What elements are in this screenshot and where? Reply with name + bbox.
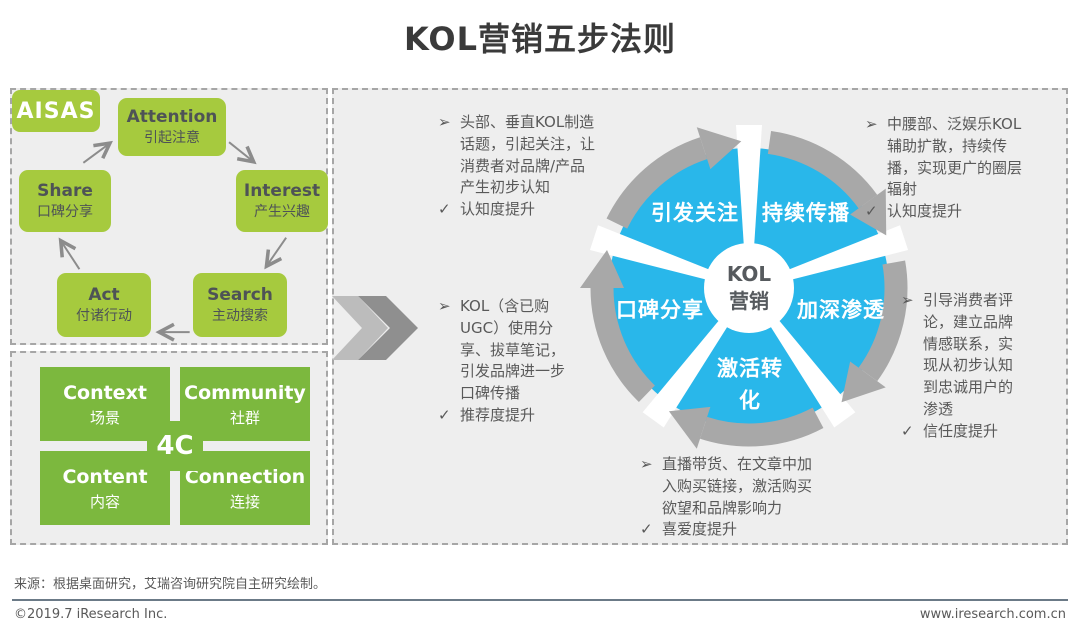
note-mid-right: ➢ 引导消费者评论，建立品牌情感联系，实现从初步认知到忠诚用户的渗透 ✓ 信任度提升 — [901, 290, 1019, 442]
aisas-node-label-en: Interest — [243, 181, 321, 202]
check-icon: ✓ — [438, 200, 451, 218]
source-note: 来源：根据桌面研究，艾瑞咨询研究院自主研究绘制。 — [14, 577, 327, 592]
aisas-node-share: Share 口碑分享 — [19, 170, 111, 232]
aisas-node-act: Act 付诸行动 — [57, 273, 151, 337]
check-icon: ✓ — [901, 421, 914, 440]
wheel-segment-label: 持续传播 — [762, 201, 850, 225]
note-benefit: 认知度提升 — [887, 202, 963, 220]
note-top-right: ➢ 中腰部、泛娱乐KOL辅助扩散，持续传播，实现更广的圈层辐射 ✓ 认知度提升 — [865, 114, 1031, 223]
aisas-node-label-zh: 引起注意 — [144, 130, 200, 147]
note-text: 引导消费者评论，建立品牌情感联系，实现从初步认知到忠诚用户的渗透 — [923, 291, 1014, 418]
note-benefit: 推荐度提升 — [460, 405, 536, 424]
arrow-share-to-attention — [82, 140, 113, 164]
four-c-panel: Context 场景 Community 社群 Content 内容 Conne… — [10, 351, 328, 545]
arrow-attention-to-interest — [228, 141, 257, 165]
aisas-node-interest: Interest 产生兴趣 — [236, 170, 328, 232]
wheel-center-line2: 营销 — [728, 289, 769, 313]
four-c-label-zh: 连接 — [229, 493, 260, 511]
note-text: KOL（含已购UGC）使用分享、拔草笔记，引发品牌进一步口碑传播 — [460, 297, 566, 402]
arrow-bullet-icon: ➢ — [901, 291, 914, 309]
footer-divider — [12, 599, 1068, 601]
arrow-act-to-share — [58, 237, 81, 270]
note-benefit: 认知度提升 — [460, 200, 536, 218]
wheel-segment-label: 加深渗透 — [797, 298, 885, 322]
aisas-node-label-zh: 付诸行动 — [76, 308, 132, 325]
kol-wheel-graphic — [580, 125, 909, 449]
wheel-center-label: KOL 营销 — [727, 261, 771, 315]
aisas-panel: Attention 引起注意 Interest 产生兴趣 Search 主动搜索… — [10, 88, 328, 345]
four-c-label-zh: 场景 — [89, 409, 120, 427]
aisas-node-attention: Attention 引起注意 — [118, 98, 226, 156]
four-c-label-zh: 内容 — [89, 493, 120, 511]
note-text: 中腰部、泛娱乐KOL辅助扩散，持续传播，实现更广的圈层辐射 — [887, 115, 1023, 199]
check-icon: ✓ — [438, 405, 451, 424]
flow-arrow-icon — [332, 296, 418, 360]
arrow-bullet-icon: ➢ — [438, 113, 451, 131]
wheel-segment-label: 激活转化 — [717, 356, 783, 413]
four-c-label-en: Content — [62, 465, 148, 488]
arrow-bullet-icon: ➢ — [438, 297, 451, 315]
copyright-text: ©2019.7 iResearch Inc. — [14, 607, 168, 622]
four-c-label-en: Community — [184, 381, 306, 404]
note-benefit: 喜爱度提升 — [662, 520, 738, 539]
arrow-bullet-icon: ➢ — [865, 115, 878, 133]
four-c-label-en: Connection — [184, 465, 306, 488]
website-text: www.iresearch.com.cn — [919, 607, 1066, 622]
kol-wheel-panel: 引发关注 持续传播 加深渗透 激活转化 口碑分享 KOL 营销 ➢ 头部、垂直KO… — [332, 88, 1068, 545]
note-bottom: ➢ 直播带货、在文章中加入购买链接，激活购买欲望和品牌影响力 ✓ 喜爱度提升 — [640, 454, 818, 541]
aisas-node-label-en: Attention — [126, 107, 218, 128]
four-c-label-en: Context — [63, 381, 147, 404]
wheel-segment-label: 口碑分享 — [616, 298, 704, 322]
arrow-bullet-icon: ➢ — [640, 455, 653, 473]
page-title: KOL营销五步法则 — [404, 20, 676, 58]
aisas-node-label-zh: 产生兴趣 — [254, 204, 310, 221]
note-mid-left: ➢ KOL（含已购UGC）使用分享、拔草笔记，引发品牌进一步口碑传播 ✓ 推荐度提升 — [438, 296, 570, 427]
note-text: 头部、垂直KOL制造话题，引起关注，让消费者对品牌/产品产生初步认知 — [460, 113, 596, 197]
four-c-label-zh: 社群 — [229, 409, 260, 427]
aisas-node-label-en: Act — [88, 285, 120, 306]
four-c-center-badge: 4C — [147, 421, 203, 471]
aisas-node-label-zh: 主动搜索 — [212, 308, 268, 325]
aisas-node-label-zh: 口碑分享 — [37, 204, 93, 221]
wheel-segment-label: 引发关注 — [651, 201, 739, 225]
arrow-interest-to-search — [264, 237, 287, 270]
kol-marketing-wheel: 引发关注 持续传播 加深渗透 激活转化 口碑分享 KOL 营销 — [569, 108, 929, 468]
check-icon: ✓ — [865, 202, 878, 220]
aisas-node-search: Search 主动搜索 — [193, 273, 287, 337]
note-text: 直播带货、在文章中加入购买链接，激活购买欲望和品牌影响力 — [662, 455, 813, 517]
note-top-left: ➢ 头部、垂直KOL制造话题，引起关注，让消费者对品牌/产品产生初步认知 ✓ 认知度… — [438, 112, 596, 221]
check-icon: ✓ — [640, 520, 653, 539]
aisas-node-label-en: Search — [207, 285, 273, 306]
four-c-cell-content: Content 内容 — [40, 451, 170, 525]
wheel-center-line1: KOL — [726, 262, 772, 286]
aisas-center-badge: AISAS — [12, 90, 100, 132]
note-benefit: 信任度提升 — [923, 421, 999, 440]
aisas-node-label-en: Share — [37, 181, 93, 202]
